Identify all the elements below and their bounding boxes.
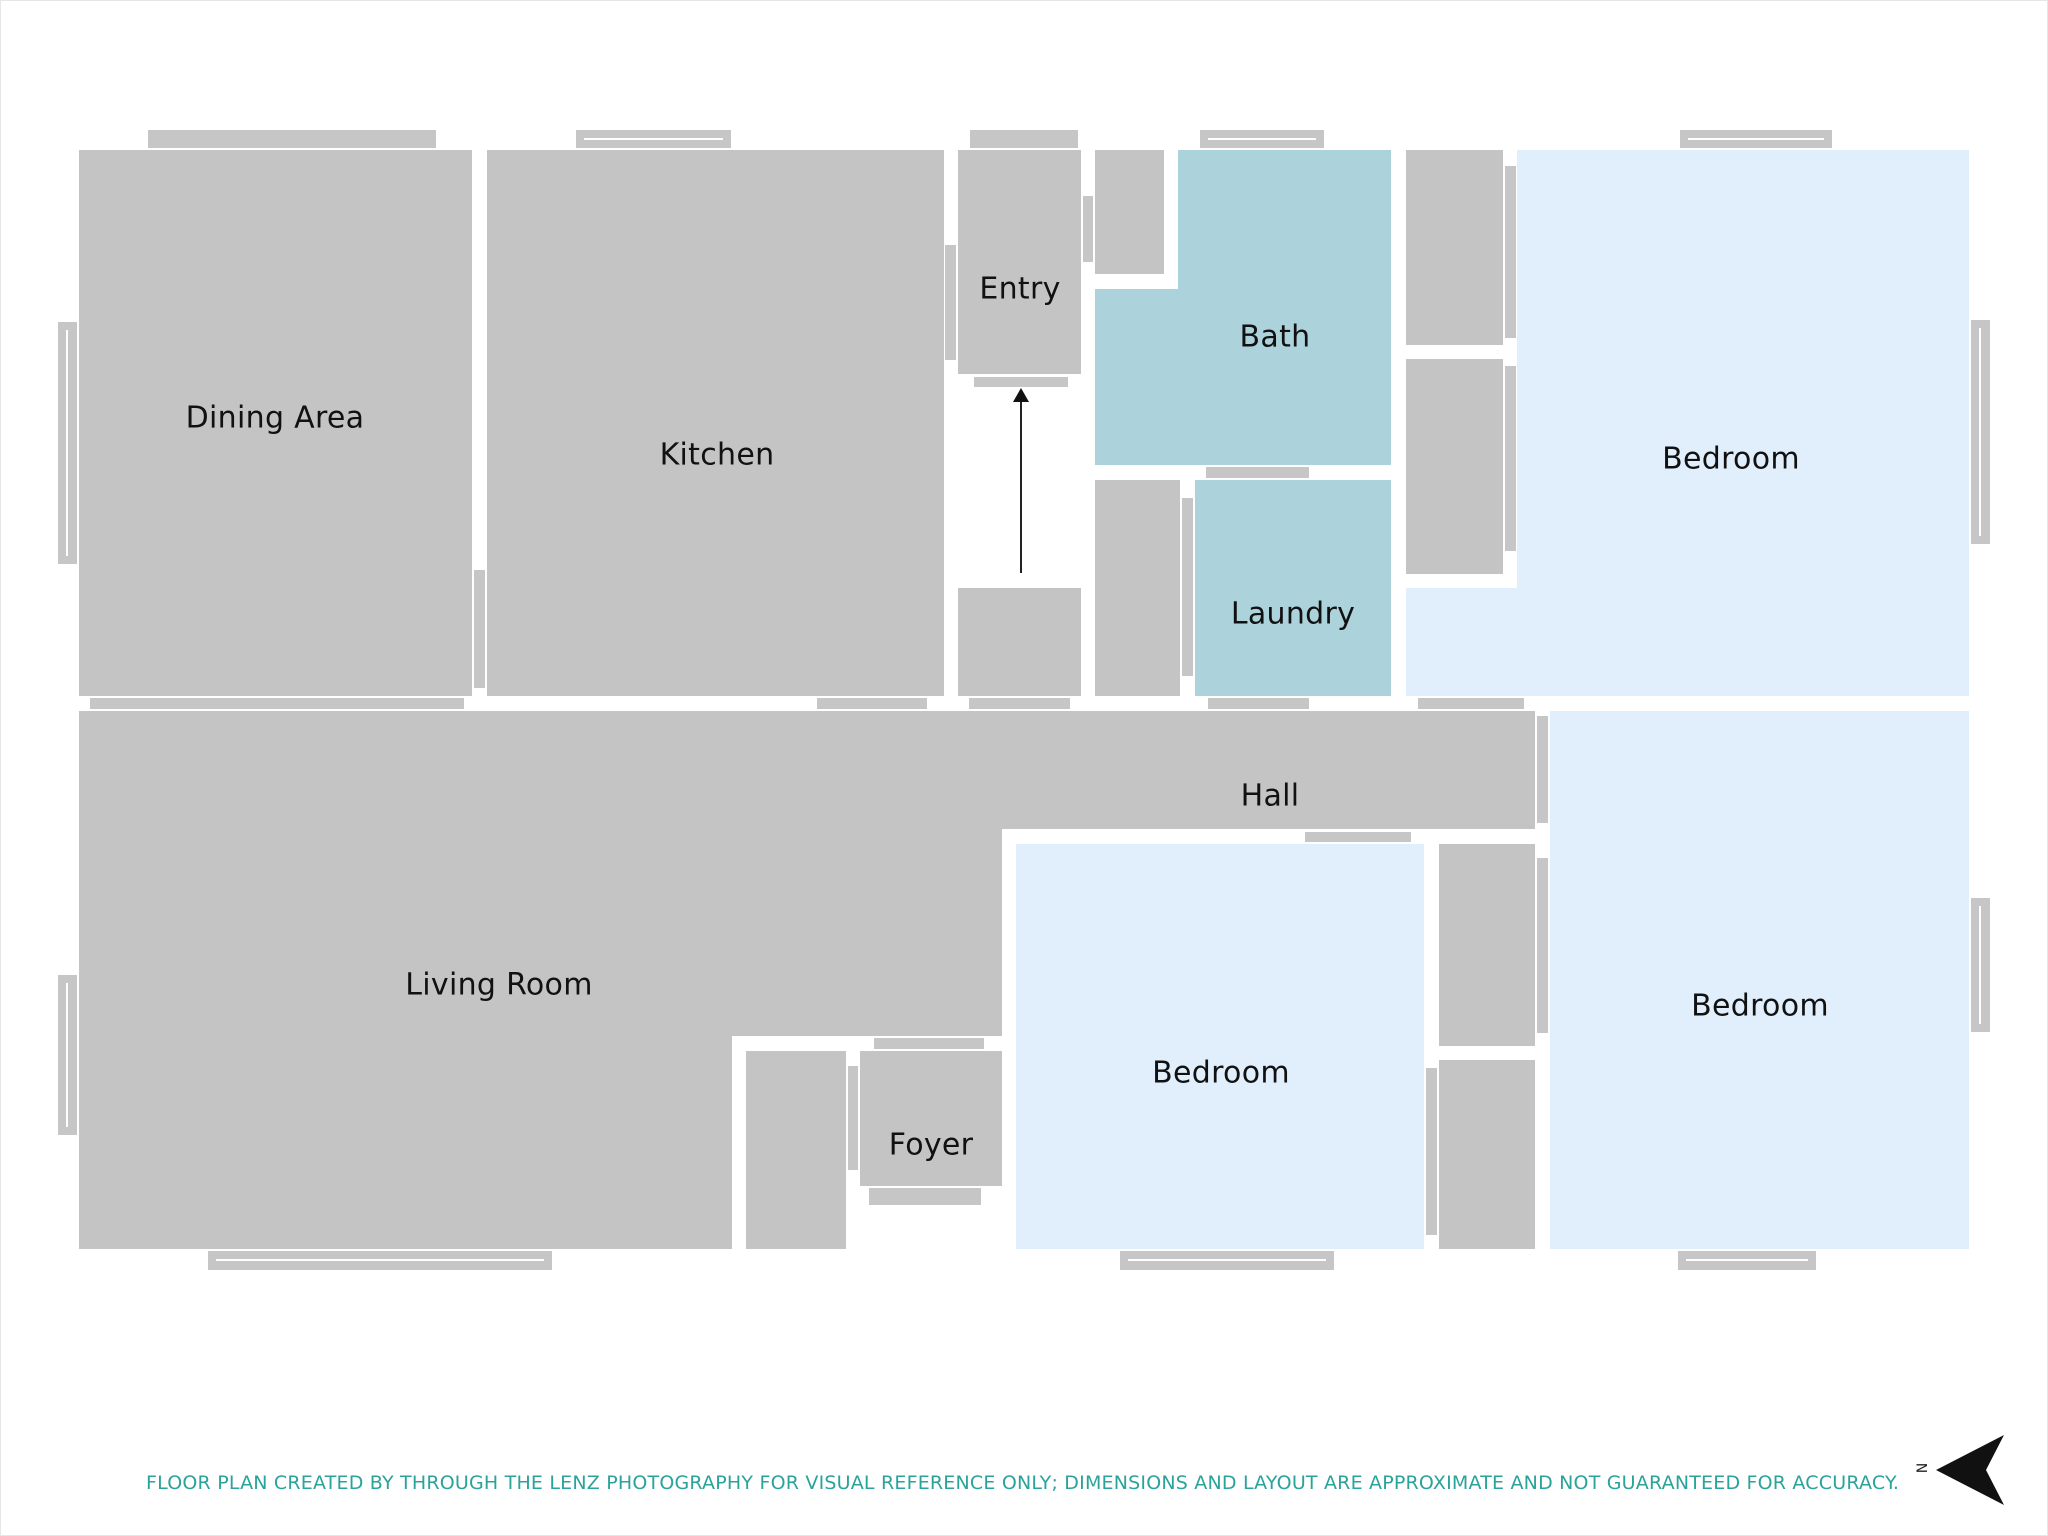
door-bedroom-ne-closet-bottom [1505,366,1516,551]
window-entry-top [970,130,1078,148]
label-bedroom-center: Bedroom [1152,1055,1290,1091]
closet-bath-top [1095,150,1164,274]
foyer [860,1051,1002,1186]
living-room [79,711,732,1249]
closet-bedroom-center-top [1439,844,1535,1046]
door-bedroom-ne-closet-top [1505,166,1516,338]
window-dining-left-line [66,330,68,556]
entry-arrow-line [1020,395,1022,573]
window-kitchen-top-line [584,138,723,140]
label-kitchen: Kitchen [659,437,775,473]
label-living-room: Living Room [405,967,593,1003]
bedroom-ne-extension [1406,588,1531,696]
door-kitchen-bottom [817,698,927,709]
closet-laundry-left [1095,480,1180,696]
door-foyer-closet [848,1066,858,1170]
door-dining-kitchen [474,570,485,688]
label-foyer: Foyer [888,1127,974,1163]
door-laundry-closet [1182,498,1193,676]
door-dining-bottom [90,698,464,709]
door-bedroom-center-closet [1426,1068,1437,1235]
window-bath-top-line [1208,138,1316,140]
door-foyer-top [874,1038,984,1049]
door-bedroom-ne-hall [1418,698,1524,709]
label-dining-area: Dining Area [185,400,365,436]
window-bedroom-se-bottom-line [1686,1259,1808,1261]
label-bedroom-ne: Bedroom [1662,441,1800,477]
door-entry-closet [1083,196,1093,262]
door-kitchen-entry [945,245,956,360]
entry [958,150,1081,374]
label-laundry: Laundry [1230,596,1356,632]
closet-bedroom-ne-top [1406,150,1503,345]
living-room-upper [730,711,1002,1036]
door-bath-laundry [1206,467,1309,478]
bedroom-center [1016,844,1424,1249]
label-entry: Entry [979,271,1061,307]
door-laundry-hall [1208,698,1309,709]
kitchen [487,150,944,696]
bedroom-se [1550,711,1969,1249]
laundry [1195,480,1391,696]
label-bath: Bath [1239,319,1311,355]
dining-area [79,150,472,696]
disclaimer-text: FLOOR PLAN CREATED BY THROUGH THE LENZ P… [146,1472,1900,1494]
door-entry-bottom [974,377,1068,387]
window-bedroom-se-right-line [1979,906,1981,1024]
label-hall: Hall [1240,778,1300,814]
bath-extension [1095,289,1185,465]
window-living-bottom-line [216,1259,544,1261]
bedroom-ne [1517,150,1969,696]
window-living-left-line [66,983,68,1127]
window-bedroom-ne-right-line [1979,328,1981,536]
window-bedroom-ne-top-line [1688,138,1824,140]
entry-arrow-head [1013,388,1029,402]
closet-entry-bottom [958,588,1081,696]
door-closet-bottom-hall [969,698,1070,709]
door-hall-bedroom-se [1537,716,1548,823]
window-dining-top [148,130,436,148]
door-foyer-bottom [869,1188,981,1205]
closet-foyer-left [746,1051,846,1249]
compass-arrow-icon [1936,1435,2004,1505]
window-bedroom-center-bottom-line [1128,1259,1326,1261]
hall [1000,711,1535,829]
closet-bedroom-ne-bottom [1406,359,1503,574]
bath [1178,150,1391,465]
label-bedroom-se: Bedroom [1691,988,1829,1024]
closet-bedroom-center-bottom [1439,1060,1535,1249]
door-hall-bedroom-center [1305,832,1411,842]
door-bedroom-se-closet [1537,858,1548,1033]
